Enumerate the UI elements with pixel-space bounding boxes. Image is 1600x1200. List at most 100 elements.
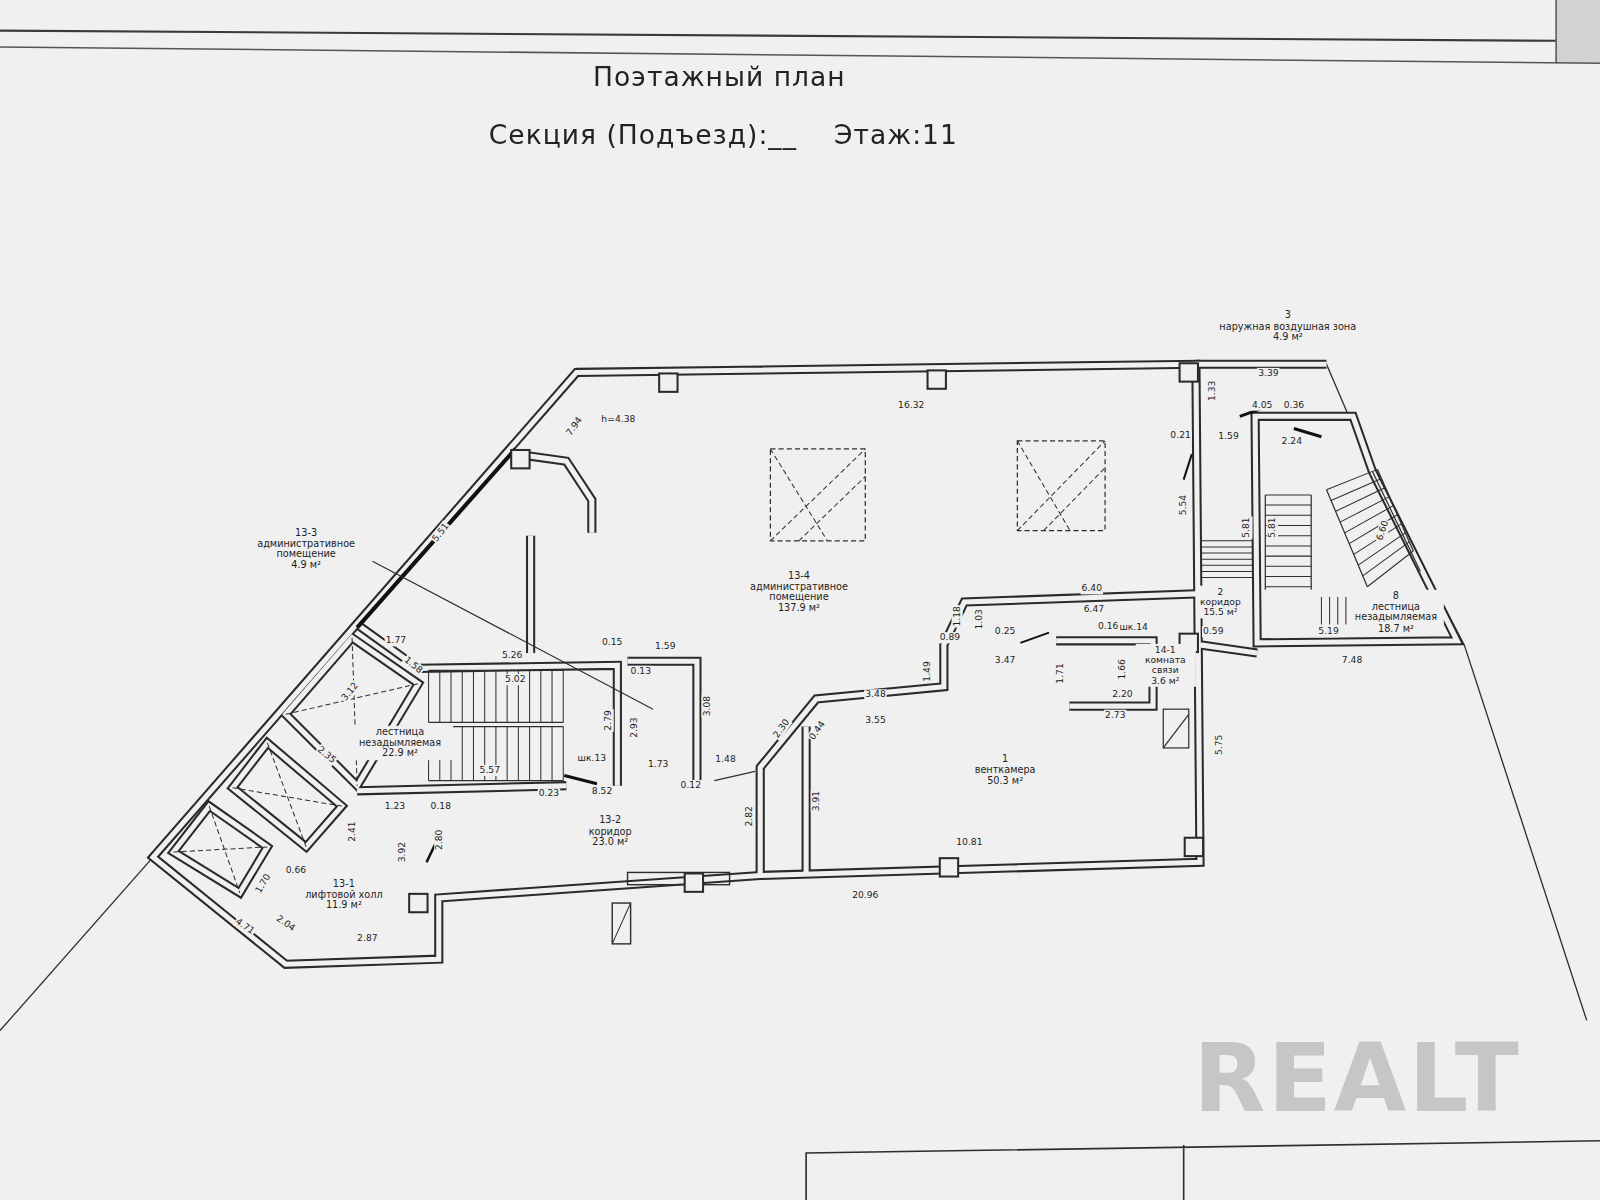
dimension-label: 4.05 [1251, 399, 1273, 410]
stair-edge [429, 780, 564, 781]
dimension-label: 0.59 [1202, 626, 1224, 637]
room-label: лестница незадымляемая22.9 м² [347, 726, 453, 760]
room-label: 14-1комната связи3.6 м² [1135, 644, 1195, 687]
dimension-label: 1.73 [647, 759, 669, 770]
dimension-label: 0.15 [601, 637, 623, 648]
dimension-label: 3.92 [396, 841, 407, 863]
wall-outer [357, 786, 566, 791]
site-boundary-line [0, 857, 153, 1030]
stair-tread [462, 670, 463, 722]
skylight-cross [1017, 441, 1105, 531]
stair-tread [529, 670, 530, 722]
dimension-label: 1.71 [1055, 662, 1066, 684]
step-line [1202, 559, 1253, 560]
room-text: 13-3 [245, 528, 367, 539]
wall-outer [526, 536, 535, 653]
dimension-label: 0.12 [680, 780, 702, 791]
dimension-label: 2.80 [434, 829, 445, 851]
dimension-label: 3.12 [338, 680, 361, 704]
dimension-label: 5.54 [1178, 494, 1189, 516]
dimension-label: 6.40 [1081, 583, 1103, 594]
header-field: Секция (Подъезд):__ [488, 119, 798, 150]
room-label: 3наружная воздушная зона4.9 м² [1217, 309, 1358, 343]
stair-tread [1327, 469, 1378, 489]
wall-inner [357, 624, 617, 785]
dimension-label: шк.14 [1118, 622, 1149, 633]
skylight-cross [799, 477, 865, 541]
dimension-label: 5.81 [1241, 516, 1252, 538]
dimension-label: 0.13 [630, 666, 652, 677]
dimension-label: 1.33 [1207, 380, 1218, 402]
stair-tread [563, 670, 564, 722]
dimension-label: 0.23 [538, 788, 560, 799]
dimension-label: 1.66 [1117, 658, 1128, 680]
room-text: 13-1 [305, 879, 382, 890]
room-text: 2 [1200, 587, 1241, 597]
dimension-label: 1.59 [1217, 431, 1239, 442]
dimension-label: 5.81 [1267, 516, 1278, 538]
step-line [1202, 571, 1253, 572]
bold-wall-line [357, 449, 515, 628]
screen-frame-line [1555, 0, 1557, 63]
wall-inner [173, 806, 267, 893]
vent-box-cross [612, 903, 630, 944]
window-sill [628, 872, 730, 884]
header-field: Этаж:11 [833, 119, 959, 150]
stair-tread [1265, 545, 1311, 546]
column [511, 450, 529, 468]
stair-edge [1265, 495, 1266, 590]
room-text: 13-2 [589, 816, 632, 827]
room-text: 137.9 м² [743, 603, 855, 614]
dimension-label: 2.87 [356, 933, 378, 944]
dimension-label: 3.39 [1257, 368, 1279, 379]
room-text: 3 [1219, 310, 1356, 321]
dimension-label: 2.73 [1104, 710, 1126, 721]
stair-tread [1331, 478, 1381, 500]
stair-tread [473, 727, 474, 781]
stair-tread [451, 670, 452, 722]
dimension-label: 5.19 [1317, 626, 1339, 637]
dimension-label: 0.18 [430, 801, 452, 812]
stair-tread [1337, 597, 1338, 625]
wall-inner [528, 536, 533, 653]
dimension-label: 0.21 [1169, 430, 1191, 441]
dimension-label: 0.66 [285, 865, 307, 876]
dimension-label: 7.48 [1341, 655, 1363, 666]
wall-outer [628, 661, 697, 783]
wall-inner [357, 786, 566, 791]
stair-tread [1349, 515, 1397, 544]
stair-tread [529, 727, 530, 781]
skylight-cross [770, 449, 827, 541]
wall-inner [804, 727, 809, 873]
dimension-label: 2.79 [603, 709, 614, 731]
dimension-label: 20.96 [851, 890, 879, 901]
stair-tread [1345, 597, 1346, 625]
shaft-box [1163, 709, 1189, 748]
room-label: 13-2коридор23.0 м² [587, 815, 634, 849]
shaft-cross [267, 743, 306, 847]
step-line [1202, 577, 1253, 578]
step-line [1202, 546, 1253, 547]
screen-frame-line [0, 47, 1600, 63]
shaft-cross [209, 806, 240, 893]
room-label: 1венткамера50.3 м² [973, 753, 1038, 787]
room-label: 13-4административное помещение137.9 м² [741, 569, 857, 614]
stair-tread [1329, 597, 1330, 625]
dimension-label: 2.35 [314, 744, 338, 767]
dimension-label: 5.51 [429, 520, 452, 545]
vent-box [612, 903, 630, 944]
stair-tread [484, 670, 485, 722]
door-leaf [714, 771, 755, 780]
dimension-label: 8.52 [591, 786, 613, 797]
stair-edge [1311, 495, 1312, 590]
plan-title: Поэтажный план [592, 61, 847, 92]
dimension-label: 2.04 [273, 912, 298, 934]
stair-tread [1265, 505, 1311, 506]
dimension-label: 5.75 [1214, 734, 1225, 756]
column [1180, 363, 1198, 381]
room-text: 4.9 м² [1219, 332, 1356, 343]
dimension-label: 7.94 [563, 414, 585, 439]
room-text: лестница незадымляемая [1350, 602, 1442, 623]
stair-tread [462, 727, 463, 781]
